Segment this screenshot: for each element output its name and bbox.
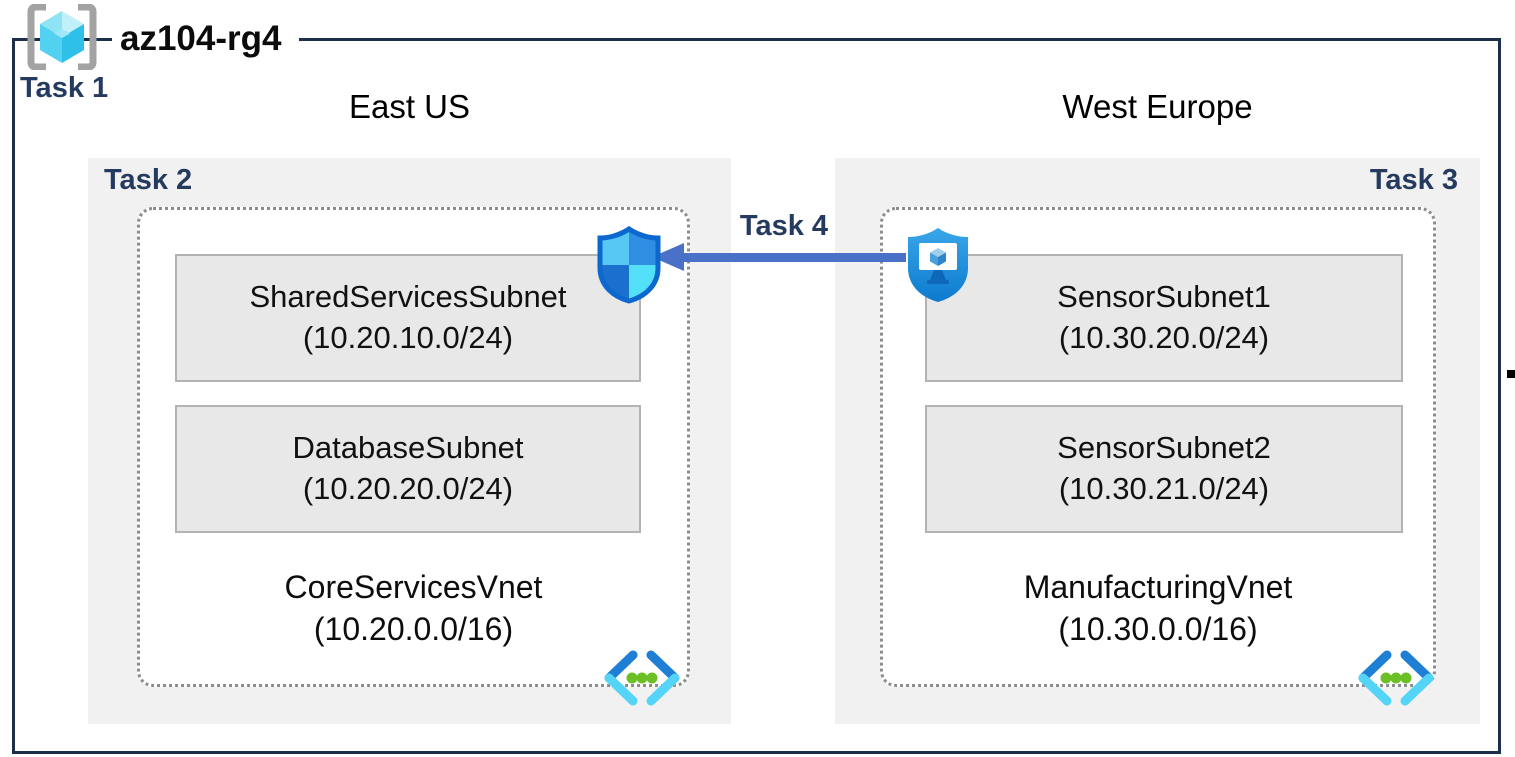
virtual-network-icon — [604, 650, 680, 706]
task1-label: Task 1 — [20, 72, 109, 104]
virtual-network-icon — [1358, 650, 1434, 706]
subnet-name: SensorSubnet1 — [1057, 279, 1271, 315]
resource-group-icon — [27, 4, 97, 70]
subnet-cidr: (10.20.20.0/24) — [302, 471, 514, 506]
resource-group-title: az104-rg4 — [112, 16, 300, 62]
resource-group-frame — [12, 38, 1501, 754]
vnet-cidr: (10.30.0.0/16) — [1058, 611, 1258, 648]
subnet-database: DatabaseSubnet (10.20.20.0/24) — [175, 405, 641, 533]
shield-monitor-icon — [908, 228, 968, 302]
task2-label: Task 2 — [104, 164, 193, 196]
vnet-cidr: (10.20.0.0/16) — [313, 611, 514, 648]
edge-artifact-mark — [1507, 370, 1515, 378]
subnet-sensor1: SensorSubnet1 (10.30.20.0/24) — [925, 254, 1403, 382]
subnet-name: SharedServicesSubnet — [249, 279, 567, 315]
subnet-name: SensorSubnet2 — [1057, 430, 1271, 466]
subnet-cidr: (10.30.20.0/24) — [1058, 320, 1270, 355]
vnet-name: CoreServicesVnet — [284, 569, 543, 605]
vnet-label-manufacturing: ManufacturingVnet (10.30.0.0/16) — [880, 566, 1436, 650]
subnet-sharedservices: SharedServicesSubnet (10.20.10.0/24) — [175, 254, 641, 382]
subnet-cidr: (10.30.21.0/24) — [1058, 471, 1270, 506]
region-label-west-europe: West Europe — [1062, 88, 1253, 125]
subnet-cidr: (10.20.10.0/24) — [302, 320, 514, 355]
subnet-sensor2: SensorSubnet2 (10.30.21.0/24) — [925, 405, 1403, 533]
task4-label: Task 4 — [739, 210, 829, 242]
vnet-name: ManufacturingVnet — [1023, 569, 1293, 605]
vnet-label-coreservices: CoreServicesVnet (10.20.0.0/16) — [137, 566, 690, 650]
subnet-name: DatabaseSubnet — [292, 430, 524, 466]
region-label-east-us: East US — [348, 88, 471, 125]
task3-label: Task 3 — [1369, 164, 1458, 196]
peering-arrow-shaft — [680, 253, 906, 262]
nsg-shield-icon — [597, 226, 661, 304]
